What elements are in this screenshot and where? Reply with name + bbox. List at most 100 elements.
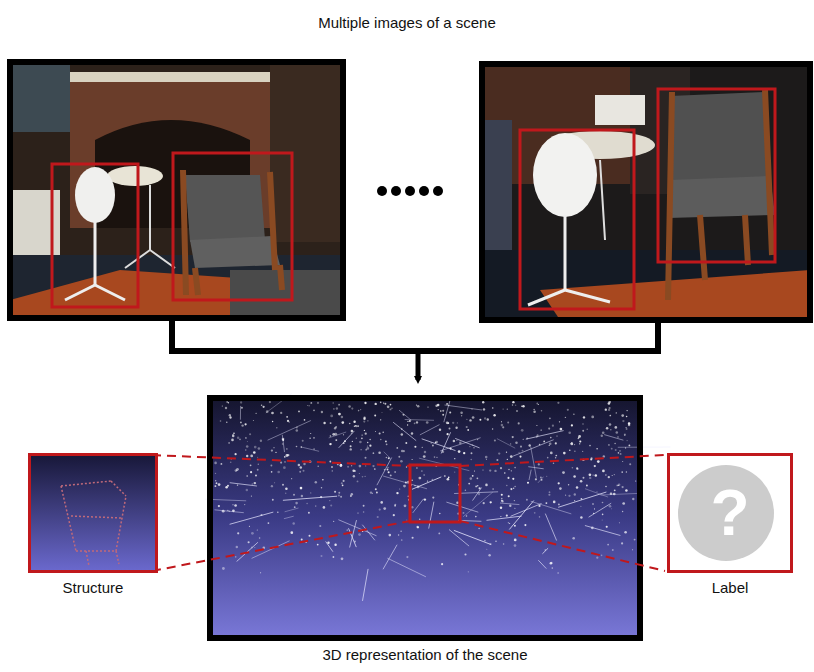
cloud-point bbox=[626, 428, 628, 430]
cloud-point bbox=[439, 428, 441, 430]
chair-edge bbox=[116, 551, 119, 564]
cloud-point bbox=[521, 429, 524, 432]
cloud-point bbox=[562, 471, 565, 474]
cloud-point bbox=[576, 467, 578, 469]
cloud-point bbox=[347, 529, 348, 530]
cloud-point bbox=[574, 444, 575, 445]
cloud-point bbox=[485, 484, 488, 487]
cloud-point bbox=[280, 412, 282, 414]
cloud-point bbox=[580, 516, 582, 518]
cloud-point bbox=[434, 456, 436, 458]
cloud-point bbox=[250, 464, 252, 466]
cloud-point bbox=[607, 544, 609, 546]
cloud-point bbox=[621, 542, 623, 544]
cloud-point bbox=[453, 440, 456, 443]
cloud-point bbox=[272, 421, 273, 422]
cloud-edge bbox=[268, 421, 311, 441]
cloud-edge bbox=[399, 410, 411, 420]
cloud-point bbox=[228, 442, 230, 444]
cloud-point bbox=[601, 554, 603, 556]
cloud-edge bbox=[429, 502, 434, 529]
cloud-point bbox=[349, 423, 351, 425]
cloud-point bbox=[341, 421, 344, 424]
cloud-point bbox=[235, 556, 237, 558]
cloud-edge bbox=[473, 488, 482, 501]
cloud-point bbox=[614, 489, 616, 491]
cloud-point bbox=[555, 455, 557, 457]
cloud-point bbox=[502, 426, 504, 428]
cloud-point bbox=[501, 424, 504, 427]
cloud-edge bbox=[383, 545, 397, 570]
cloud-point bbox=[568, 484, 569, 485]
cloud-point bbox=[321, 411, 323, 413]
cloud-point bbox=[246, 455, 248, 457]
cloud-point bbox=[602, 519, 603, 520]
cloud-point bbox=[441, 563, 443, 565]
cloud-point bbox=[512, 478, 514, 480]
cloud-point bbox=[286, 448, 287, 449]
cloud-point bbox=[591, 457, 593, 459]
cloud-point bbox=[396, 492, 398, 494]
cloud-point bbox=[244, 504, 245, 505]
cloud-point bbox=[595, 474, 598, 477]
cloud-edge bbox=[497, 439, 515, 449]
cloud-point bbox=[374, 468, 376, 470]
cloud-edge bbox=[585, 489, 608, 497]
cloud-point bbox=[485, 456, 488, 459]
node-label: Structure bbox=[28, 579, 158, 597]
cloud-point bbox=[308, 405, 310, 407]
cloud-point bbox=[232, 504, 233, 505]
chair-edge bbox=[76, 550, 116, 552]
cloud-point bbox=[622, 461, 623, 462]
cloud-point bbox=[347, 466, 349, 468]
point-cloud-panel bbox=[205, 394, 670, 639]
cloud-point bbox=[615, 449, 617, 451]
cloud-point bbox=[403, 485, 406, 488]
cloud-point bbox=[274, 482, 275, 483]
question-mark: ? bbox=[710, 478, 749, 548]
cloud-edge bbox=[463, 492, 493, 517]
cloud-point bbox=[383, 507, 386, 510]
cloud-point bbox=[271, 412, 274, 415]
cloud-point bbox=[460, 411, 463, 414]
cloud-point bbox=[539, 516, 541, 518]
cloud-point bbox=[417, 405, 420, 408]
cloud-point bbox=[558, 482, 560, 484]
cloud-point bbox=[602, 514, 604, 516]
cloud-point bbox=[507, 409, 508, 410]
cloud-point bbox=[237, 484, 238, 485]
cloud-point bbox=[387, 469, 389, 471]
cloud-point bbox=[524, 524, 526, 526]
cloud-edge bbox=[455, 438, 479, 448]
cloud-point bbox=[568, 431, 571, 434]
cloud-point bbox=[569, 449, 570, 450]
cloud-point bbox=[618, 483, 621, 486]
cloud-point bbox=[515, 540, 516, 541]
cloud-point bbox=[500, 467, 502, 469]
cloud-point bbox=[333, 521, 334, 522]
cloud-point bbox=[252, 483, 254, 485]
cloud-point bbox=[545, 502, 547, 504]
cloud-edge bbox=[362, 525, 375, 541]
cloud-point bbox=[380, 439, 381, 440]
cloud-point bbox=[226, 422, 227, 423]
cloud-point bbox=[471, 459, 472, 460]
cloud-edge bbox=[445, 405, 483, 410]
cloud-point bbox=[471, 452, 473, 454]
scene-photo bbox=[482, 64, 810, 320]
cloud-point bbox=[237, 437, 239, 439]
cloud-point bbox=[356, 438, 357, 439]
cloud-edge bbox=[230, 512, 274, 524]
cloud-point bbox=[214, 485, 216, 487]
cloud-point bbox=[502, 500, 504, 502]
cloud-point bbox=[559, 421, 560, 422]
cloud-point bbox=[446, 433, 448, 435]
cloud-point bbox=[379, 432, 381, 434]
cloud-point bbox=[233, 432, 235, 434]
cloud-point bbox=[514, 486, 515, 487]
cloud-point bbox=[621, 471, 623, 473]
cloud-point bbox=[230, 461, 232, 463]
cloud-point bbox=[373, 452, 375, 454]
cloud-point bbox=[394, 471, 396, 473]
cloud-point bbox=[237, 532, 239, 534]
